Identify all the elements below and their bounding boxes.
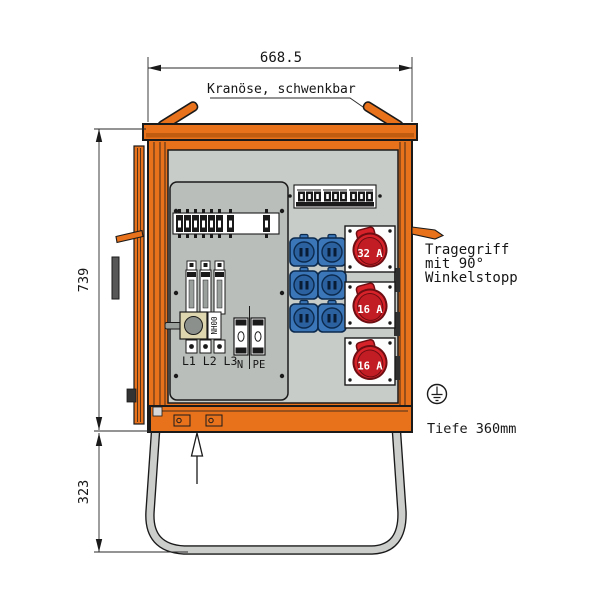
- schuko-sockets: [289, 233, 347, 333]
- arrowhead-left: [148, 64, 161, 72]
- cee-socket-32a: 32 A: [344, 225, 396, 273]
- door-left-lines: [137, 148, 141, 422]
- cee-socket-16a-lower: 16 A: [344, 337, 396, 386]
- neutral-label: N: [237, 359, 243, 371]
- direction-arrow: [190, 432, 204, 484]
- arrowhead-right: [399, 64, 412, 72]
- crane-label: Kranöse, schwenkbar: [207, 82, 364, 108]
- handle-label-line1: Tragegriff: [425, 242, 509, 258]
- carry-handle-label: Tragegriff mit 90° Winkelstopp: [425, 242, 518, 286]
- cee-rating-label: 32 A: [357, 248, 383, 260]
- mcb-ticks: [178, 209, 268, 238]
- switch-type-label: NH00: [210, 316, 219, 335]
- switch-type-plate: [207, 311, 222, 340]
- distribution-panel: NH00 L1 L2 L3 N PE: [164, 181, 289, 401]
- stand-tube-body: [146, 409, 406, 554]
- stand-tube: [145, 409, 407, 555]
- roof-bar: [142, 123, 418, 141]
- handle-label-line3: Winkelstopp: [425, 270, 518, 286]
- schuko-socket: [289, 233, 319, 267]
- panel-screws: [173, 208, 285, 379]
- hinge-right-3: [394, 356, 400, 380]
- dimension-stand: 323: [76, 433, 188, 553]
- phase-label: L1 L2 L3: [182, 354, 237, 368]
- dimension-width: 668.5: [147, 50, 413, 122]
- earth-symbol: [426, 383, 448, 405]
- switch-knob: [184, 316, 203, 335]
- door-left-profile: [133, 145, 145, 425]
- mcb-modules: [176, 215, 270, 232]
- pe-label: PE: [253, 359, 266, 371]
- hinge-right-2: [394, 312, 400, 336]
- arrowhead-down: [95, 539, 103, 552]
- handle-label-line2: mit 90°: [425, 256, 484, 272]
- crane-label-text: Kranöse, schwenkbar: [207, 82, 356, 97]
- cee-socket-16a-upper: 16 A: [344, 281, 396, 329]
- cee-rating-label: 16 A: [357, 361, 383, 373]
- fuse-holders: [185, 269, 226, 315]
- main-fuse-switch: NH00 L1 L2 L3: [164, 260, 237, 368]
- side-handle-left: [115, 229, 144, 244]
- cee-rating-label: 16 A: [357, 304, 383, 316]
- base-bar: [149, 405, 413, 433]
- arrowhead-down: [95, 417, 103, 430]
- stand-dimension-label: 323: [76, 480, 92, 504]
- schuko-socket: [317, 266, 347, 300]
- height-dimension-label: 739: [76, 268, 92, 292]
- frame-fold-lines: [153, 142, 406, 430]
- width-dimension-label: 668.5: [260, 50, 302, 66]
- terminal-strip: [288, 184, 382, 209]
- arrowhead-up: [95, 129, 103, 142]
- mcb-row: [172, 209, 280, 238]
- schuko-socket: [317, 233, 347, 267]
- npe-terminals: N PE: [233, 306, 266, 371]
- carry-handle-right: [411, 226, 445, 240]
- schuko-socket: [289, 266, 319, 300]
- arrowhead-up: [95, 433, 103, 446]
- roof-shade: [146, 133, 414, 138]
- terminals: [298, 191, 373, 202]
- depth-label: Tiefe 360mm: [427, 421, 516, 437]
- door-lock-bar: [111, 256, 120, 300]
- base-cable-clips: [173, 414, 223, 427]
- door-hinge-bottom: [126, 388, 137, 403]
- hinge-right-1: [394, 268, 400, 292]
- schuko-socket: [317, 299, 347, 333]
- crane-leader-line: [210, 97, 364, 108]
- fuse-bottom-terminals: [185, 339, 226, 354]
- schuko-socket: [289, 299, 319, 333]
- base-clip-left: [152, 406, 163, 417]
- dimension-height: 739: [76, 128, 150, 432]
